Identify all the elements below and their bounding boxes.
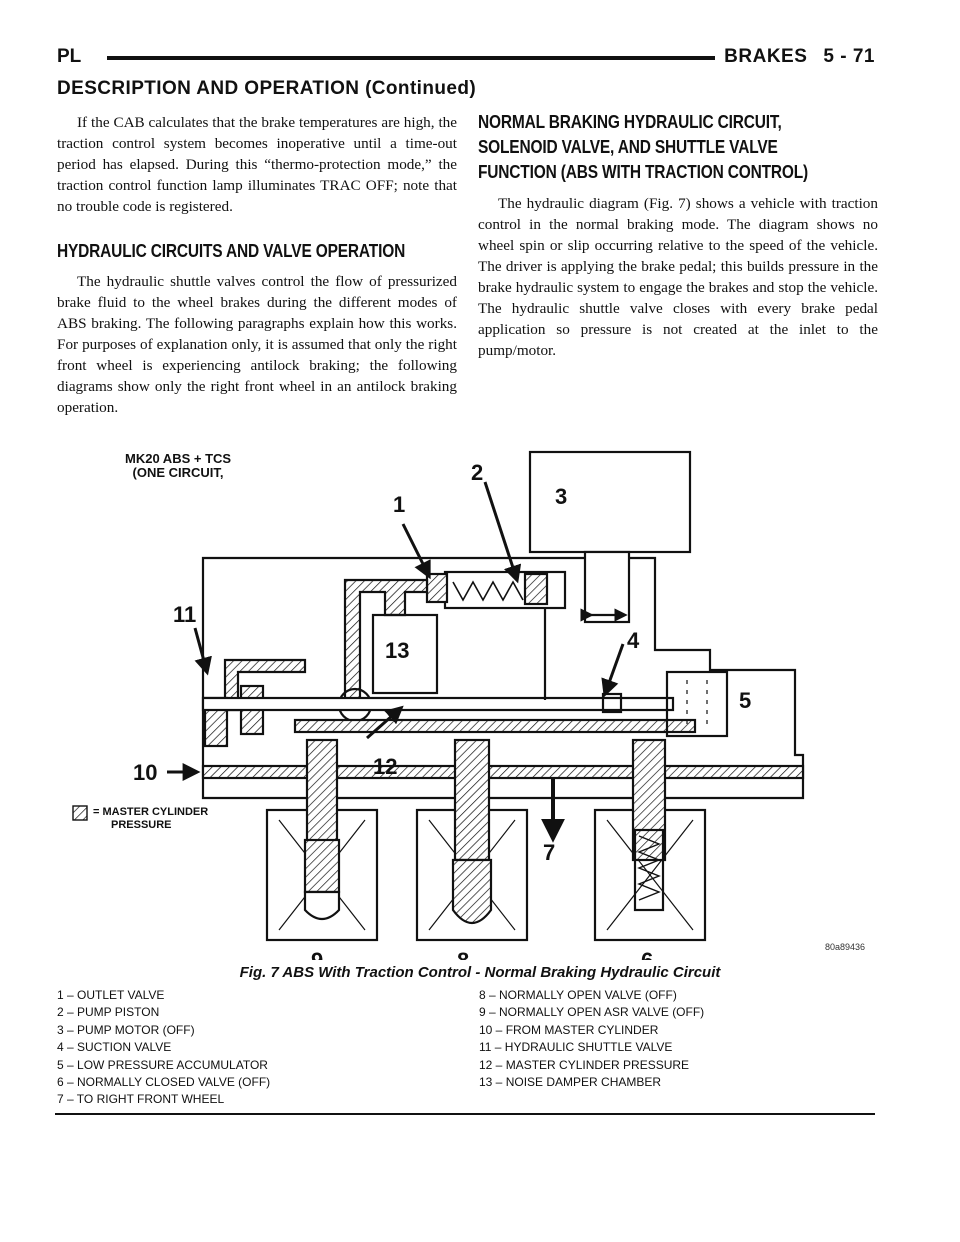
legend-swatch bbox=[72, 805, 88, 821]
normally-closed-valve bbox=[593, 738, 707, 942]
callout-9: 9 bbox=[311, 948, 323, 960]
callout-13: 13 bbox=[385, 638, 409, 663]
header-rule bbox=[107, 56, 715, 60]
callout-12: 12 bbox=[373, 754, 397, 779]
header-section-title: BRAKES bbox=[724, 46, 808, 67]
callout-6: 6 bbox=[641, 948, 653, 960]
paragraph-normal-braking: The hydraulic diagram (Fig. 7) shows a v… bbox=[478, 195, 878, 359]
right-column: NORMAL BRAKING HYDRAULIC CIRCUIT, SOLENO… bbox=[478, 110, 878, 361]
heading-normal-braking-line3: FUNCTION (ABS WITH TRACTION CONTROL) bbox=[478, 162, 809, 182]
left-column: If the CAB calculates that the brake tem… bbox=[57, 112, 457, 418]
callout-10: 10 bbox=[133, 760, 157, 785]
figure-caption: Fig. 7 ABS With Traction Control - Norma… bbox=[239, 964, 721, 981]
callout-2: 2 bbox=[471, 460, 483, 485]
legend-list-left: 1 – OUTLET VALVE 2 – PUMP PISTON 3 – PUM… bbox=[57, 987, 270, 1109]
section-heading: DESCRIPTION AND OPERATION (Continued) bbox=[57, 78, 477, 99]
legend-item: 13 – NOISE DAMPER CHAMBER bbox=[479, 1075, 662, 1090]
heading-hydraulic-circuits: HYDRAULIC CIRCUITS AND VALVE OPERATION bbox=[57, 241, 406, 261]
master-cylinder-line bbox=[201, 764, 805, 780]
heading-normal-braking-line1: NORMAL BRAKING HYDRAULIC CIRCUIT, bbox=[478, 112, 782, 132]
callout-4: 4 bbox=[627, 628, 640, 653]
legend-item: 7 – TO RIGHT FRONT WHEEL bbox=[57, 1092, 225, 1107]
asr-valve bbox=[265, 738, 379, 942]
callout-11: 11 bbox=[173, 602, 196, 627]
paragraph-shuttle-valves: The hydraulic shuttle valves control the… bbox=[57, 273, 457, 416]
motor-shaft bbox=[583, 550, 631, 624]
low-pressure-accumulator bbox=[665, 670, 729, 738]
callout-7: 7 bbox=[543, 840, 555, 865]
hydraulic-diagram-svg: 1 2 3 4 5 6 7 8 9 10 11 12 13 bbox=[72, 450, 805, 960]
legend-item: 5 – LOW PRESSURE ACCUMULATOR bbox=[57, 1057, 268, 1072]
header-manual-code: PL bbox=[57, 46, 82, 67]
outlet-valve-seat bbox=[425, 572, 449, 604]
legend-item: 1 – OUTLET VALVE bbox=[57, 988, 165, 1002]
callout-3: 3 bbox=[555, 484, 567, 509]
legend-item: 10 – FROM MASTER CYLINDER bbox=[479, 1022, 659, 1037]
header-page-number: 5 - 71 bbox=[823, 46, 875, 67]
figure-title: MK20 ABS + TCS (ONE CIRCUIT, bbox=[125, 451, 232, 480]
noise-damper-chamber bbox=[371, 613, 439, 695]
legend-item: 8 – NORMALLY OPEN VALVE (OFF) bbox=[479, 988, 677, 1002]
legend-item: 12 – MASTER CYLINDER PRESSURE bbox=[479, 1057, 690, 1072]
legend-item: 6 – NORMALLY CLOSED VALVE (OFF) bbox=[57, 1075, 271, 1090]
callout-5: 5 bbox=[739, 688, 751, 713]
page-header: PL BRAKES 5 - 71 bbox=[55, 40, 875, 70]
legend-item: 11 – HYDRAULIC SHUTTLE VALVE bbox=[479, 1040, 673, 1055]
bottom-rule bbox=[55, 1113, 875, 1115]
heading-normal-braking-line2: SOLENOID VALVE, AND SHUTTLE VALVE bbox=[478, 137, 778, 157]
legend-list-right: 8 – NORMALLY OPEN VALVE (OFF) 9 – NORMAL… bbox=[479, 987, 704, 1091]
legend-item: 3 – PUMP MOTOR (OFF) bbox=[57, 1022, 195, 1037]
hydraulic-diagram: 1 2 3 4 5 6 7 8 9 10 11 12 13 MK20 ABS +… bbox=[55, 440, 875, 960]
callout-8: 8 bbox=[457, 948, 469, 960]
legend-item: 4 – SUCTION VALVE bbox=[57, 1040, 172, 1055]
valve-block-outline bbox=[201, 556, 805, 800]
pump-motor-box bbox=[528, 450, 692, 554]
legend-item: 2 – PUMP PISTON bbox=[57, 1005, 160, 1020]
figure-image-id: 80a89436 bbox=[825, 942, 866, 952]
paragraph-thermo-protection: If the CAB calculates that the brake tem… bbox=[57, 114, 457, 215]
normally-open-valve bbox=[415, 738, 529, 942]
figure-legend-key: = MASTER CYLINDER PRESSURE bbox=[93, 806, 209, 831]
legend-item: 9 – NORMALLY OPEN ASR VALVE (OFF) bbox=[479, 1005, 705, 1020]
header-right: BRAKES 5 - 71 bbox=[724, 46, 875, 68]
callout-1: 1 bbox=[393, 492, 405, 517]
